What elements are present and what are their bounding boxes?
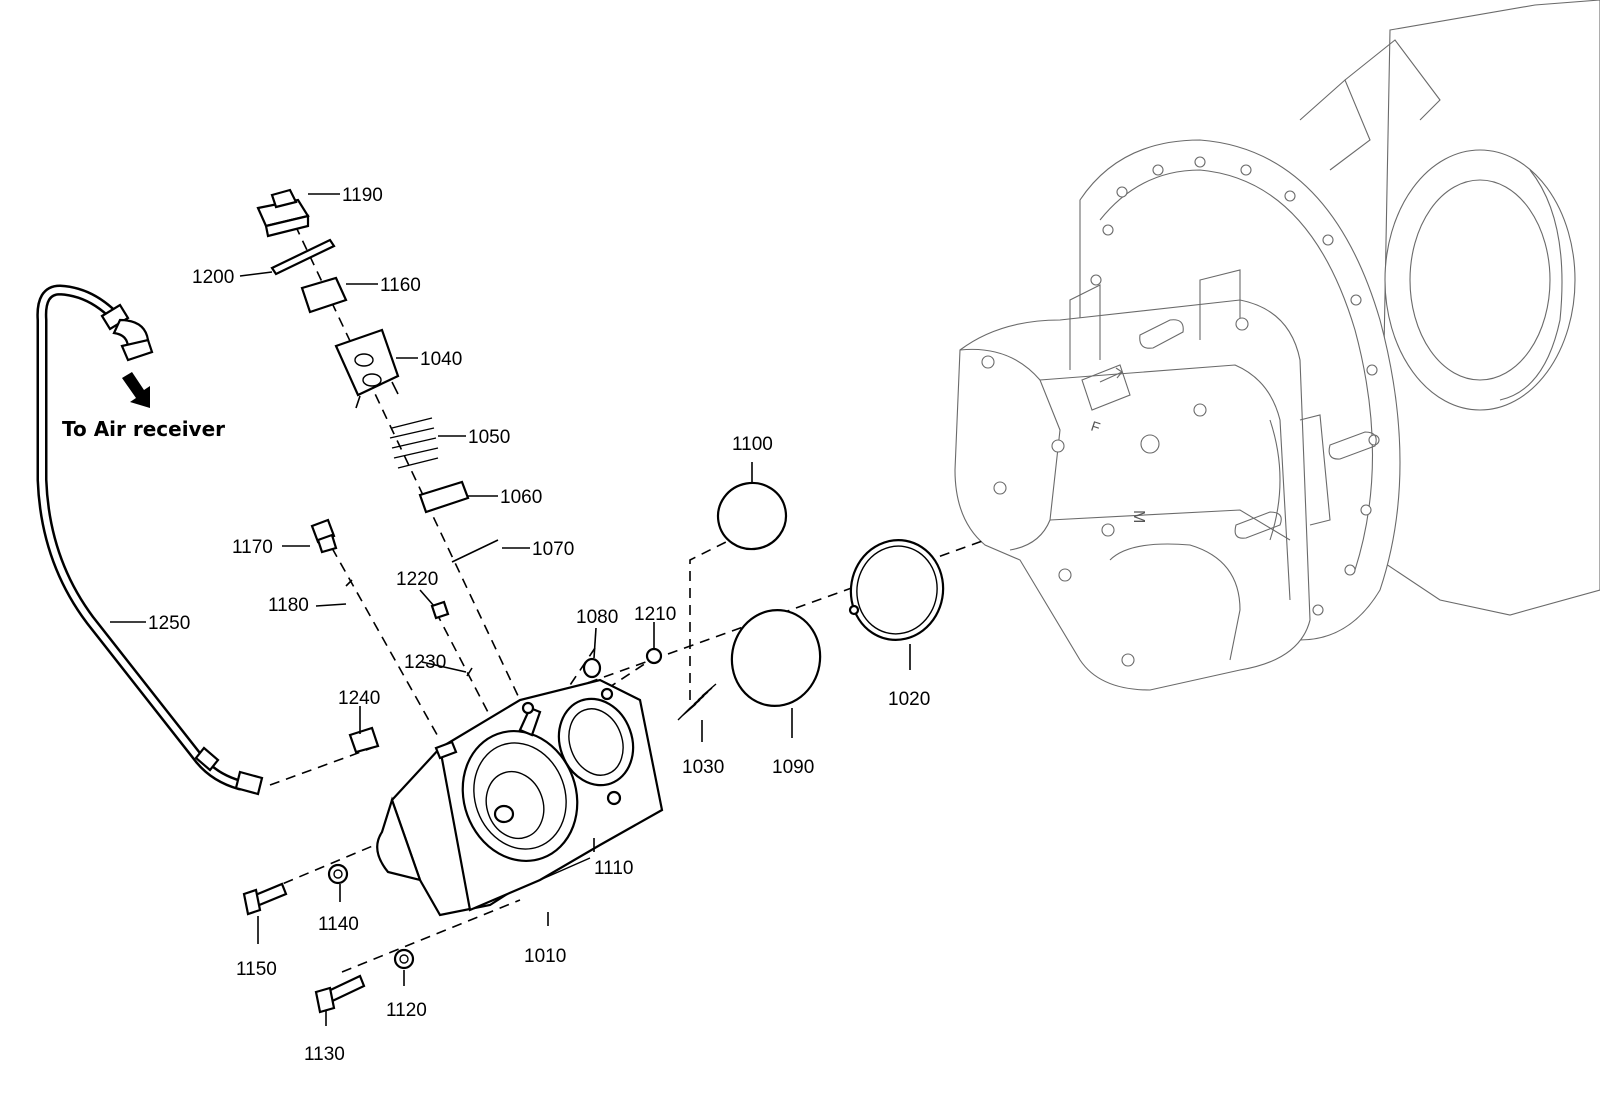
part-1020-ring <box>848 539 945 641</box>
part-1170-plug <box>310 518 338 554</box>
pipe-1250 <box>36 284 264 796</box>
callout-1240: 1240 <box>338 688 380 709</box>
callout-1190: 1190 <box>342 185 383 206</box>
callout-1010: 1010 <box>524 946 566 967</box>
down-arrow-icon <box>122 372 150 408</box>
callout-1230: 1230 <box>404 652 446 673</box>
part-1080-oring <box>582 657 602 679</box>
part-1050-spring <box>389 417 439 469</box>
housing-mark-m: M <box>1130 510 1147 523</box>
part-1230-washer <box>466 667 473 677</box>
callout-1220: 1220 <box>396 569 438 590</box>
part-1090-oring <box>730 609 822 707</box>
callout-1160: 1160 <box>380 275 421 296</box>
part-1100-oring <box>716 481 788 551</box>
callout-1120: 1120 <box>386 1000 427 1021</box>
callout-1250: 1250 <box>148 613 190 634</box>
leader-lines <box>110 193 911 1026</box>
callout-1060: 1060 <box>500 487 542 508</box>
part-1120-washer <box>393 948 415 970</box>
part-1180-washer <box>345 579 353 587</box>
part-1220-plug <box>430 600 450 620</box>
callout-1140: 1140 <box>318 914 359 935</box>
part-1240-fitting <box>348 726 380 754</box>
callout-1090: 1090 <box>772 757 814 778</box>
part-1010-valve-body <box>376 678 664 917</box>
part-1150-bolt <box>242 882 288 916</box>
air-receiver-note: To Air receiver <box>62 417 225 441</box>
callout-1100: 1100 <box>732 434 773 455</box>
callout-1130: 1130 <box>304 1044 345 1065</box>
callout-1020: 1020 <box>888 689 930 710</box>
part-1070-pin <box>451 539 499 563</box>
part-1160 <box>300 276 348 314</box>
part-1140-washer <box>327 863 349 885</box>
callout-1040: 1040 <box>420 349 462 370</box>
callout-1180: 1180 <box>268 595 309 616</box>
part-1210-plug <box>645 647 663 665</box>
part-1190-cap <box>256 188 310 238</box>
flow-arrow-icon <box>1099 367 1123 383</box>
callout-1080: 1080 <box>576 607 618 628</box>
part-1040-plate <box>334 328 400 409</box>
callout-1210: 1210 <box>634 604 676 625</box>
callout-1050: 1050 <box>468 427 510 448</box>
callout-1030: 1030 <box>682 757 724 778</box>
callout-labels: 1190 1200 1160 1040 1050 1060 1070 1170 … <box>148 185 930 1065</box>
part-1130-bolt <box>314 974 366 1014</box>
part-1030-spring <box>677 683 717 721</box>
callout-1110: 1110 <box>594 858 633 879</box>
part-1200-gasket <box>270 238 336 276</box>
callout-1150: 1150 <box>236 959 277 980</box>
callout-1070: 1070 <box>532 539 574 560</box>
compressor-housing: F M <box>954 0 1600 691</box>
callout-1200: 1200 <box>192 267 234 288</box>
callout-1170: 1170 <box>232 537 273 558</box>
part-1060-seat <box>418 480 470 514</box>
